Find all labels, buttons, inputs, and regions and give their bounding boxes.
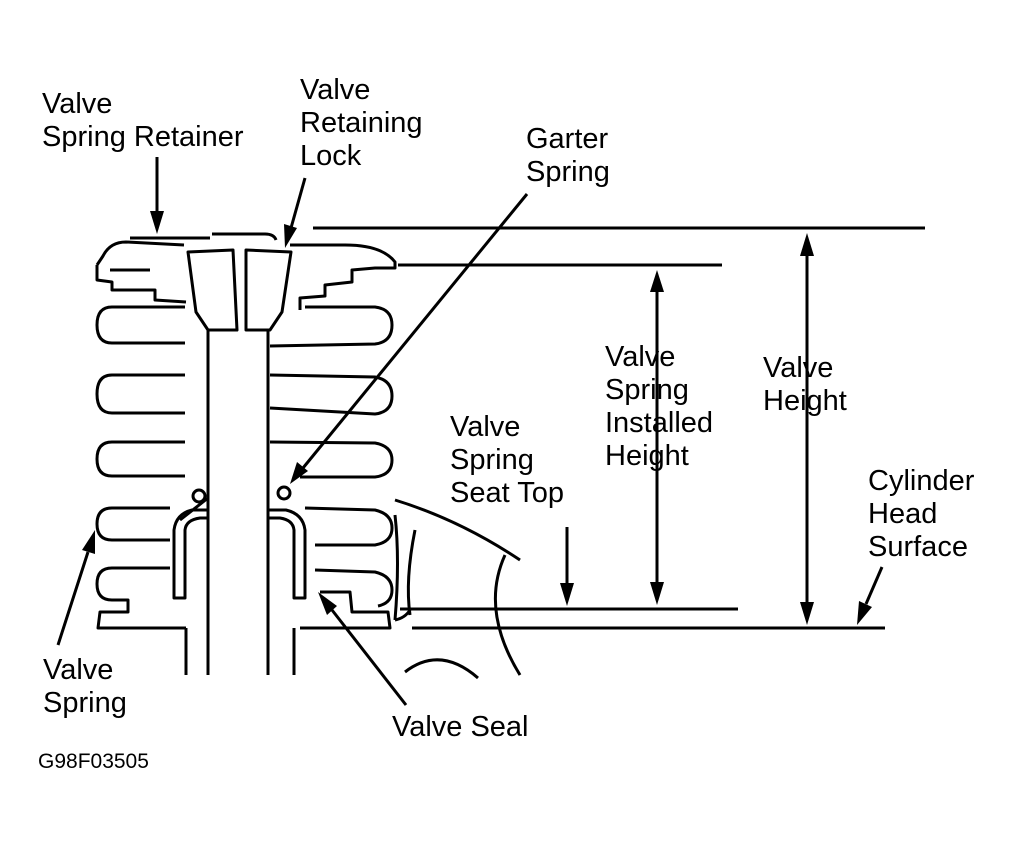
svg-text:Seat Top: Seat Top	[450, 477, 564, 509]
valve-spring-retainer	[95, 232, 397, 310]
svg-text:Valve Seal: Valve Seal	[392, 711, 529, 743]
svg-text:Spring: Spring	[605, 374, 689, 406]
svg-text:Installed: Installed	[605, 407, 713, 439]
valve-retaining-lock	[186, 248, 293, 332]
svg-text:Height: Height	[605, 440, 689, 472]
svg-text:Spring: Spring	[43, 687, 127, 719]
label-garter-spring: Garter Spring	[526, 123, 610, 188]
svg-text:Valve: Valve	[763, 352, 833, 384]
svg-text:Valve: Valve	[42, 88, 112, 120]
svg-text:Lock: Lock	[300, 140, 362, 172]
cylinder-head-section	[393, 498, 522, 680]
svg-text:Garter: Garter	[526, 123, 609, 155]
svg-text:Valve: Valve	[450, 411, 520, 443]
garter-spring	[191, 485, 292, 504]
svg-text:Head: Head	[868, 498, 937, 530]
valve-spring-coils-right	[269, 305, 394, 608]
dimension-lines	[130, 226, 925, 630]
label-valve-height: Valve Height	[763, 352, 847, 417]
svg-text:Valve: Valve	[43, 654, 113, 686]
figure-code: G98F03505	[38, 750, 149, 773]
label-valve-retaining-lock: Valve Retaining Lock	[300, 74, 423, 172]
label-cylinder-head-surface: Cylinder Head Surface	[868, 465, 975, 563]
svg-text:Spring: Spring	[526, 156, 610, 188]
svg-text:Valve: Valve	[605, 341, 675, 373]
label-valve-seal: Valve Seal	[392, 711, 529, 743]
leader-arrows	[56, 157, 884, 706]
valve-spring-coils-left	[95, 305, 185, 602]
svg-text:Spring: Spring	[450, 444, 534, 476]
svg-text:Surface: Surface	[868, 531, 968, 563]
svg-text:Valve: Valve	[300, 74, 370, 106]
label-valve-spring: Valve Spring	[43, 654, 127, 719]
label-valve-spring-retainer: Valve Spring Retainer	[42, 88, 244, 153]
spring-seat	[96, 590, 392, 630]
svg-text:Height: Height	[763, 385, 847, 417]
svg-text:Spring Retainer: Spring Retainer	[42, 121, 244, 153]
valve-stem	[184, 330, 296, 675]
label-valve-spring-installed-height: Valve Spring Installed Height	[605, 341, 713, 472]
svg-text:Retaining: Retaining	[300, 107, 423, 139]
valve-seal	[172, 496, 307, 600]
label-valve-spring-seat-top: Valve Spring Seat Top	[450, 411, 564, 509]
svg-text:Cylinder: Cylinder	[868, 465, 975, 497]
